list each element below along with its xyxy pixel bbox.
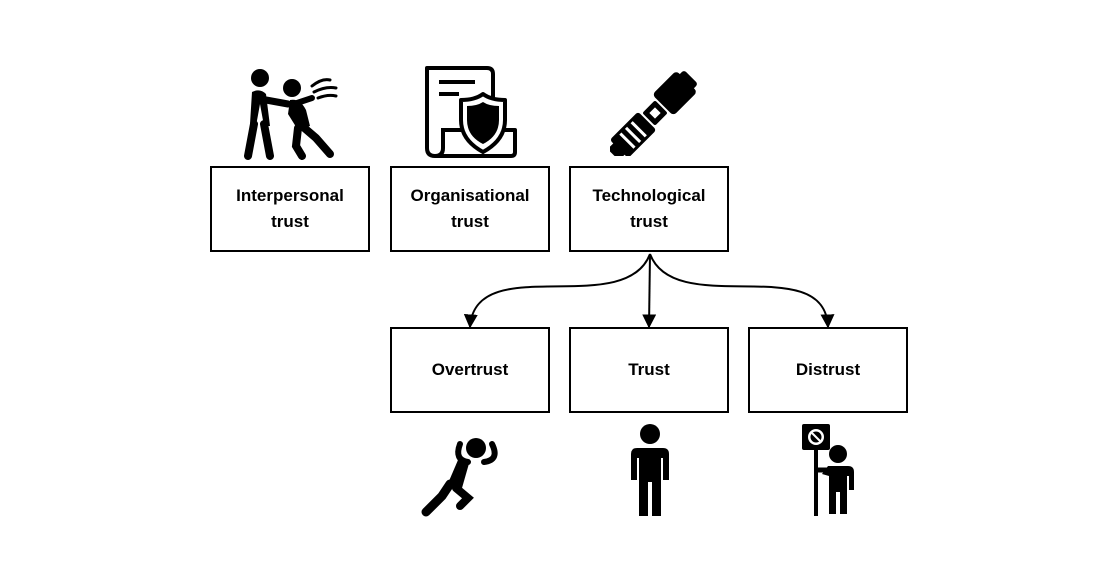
reclining-person-icon xyxy=(421,438,498,517)
node-interpersonal-trust: Interpersonal trust xyxy=(210,166,370,252)
node-distrust-label: Distrust xyxy=(795,360,861,379)
standing-person-icon xyxy=(631,424,669,516)
node-trust: Trust xyxy=(569,327,729,413)
node-technological-label: Technological trust xyxy=(592,186,706,231)
node-overtrust: Overtrust xyxy=(390,327,550,413)
node-organisational-trust: Organisational trust xyxy=(390,166,550,252)
node-organisational-label: Organisational trust xyxy=(410,186,530,231)
node-interpersonal-label: Interpersonal trust xyxy=(236,186,344,231)
seatbelt-buckle-icon xyxy=(610,71,697,156)
document-shield-icon xyxy=(425,66,517,158)
edge-technological-to-trust xyxy=(642,253,657,329)
node-trust-label: Trust xyxy=(628,360,670,379)
node-technological-trust: Technological trust xyxy=(569,166,729,252)
push-people-icon xyxy=(244,69,338,160)
protest-sign-person-icon xyxy=(802,424,854,516)
node-distrust: Distrust xyxy=(748,327,908,413)
edge-technological-to-distrust xyxy=(649,253,835,329)
node-overtrust-label: Overtrust xyxy=(431,360,509,379)
edge-technological-to-overtrust xyxy=(463,253,651,329)
